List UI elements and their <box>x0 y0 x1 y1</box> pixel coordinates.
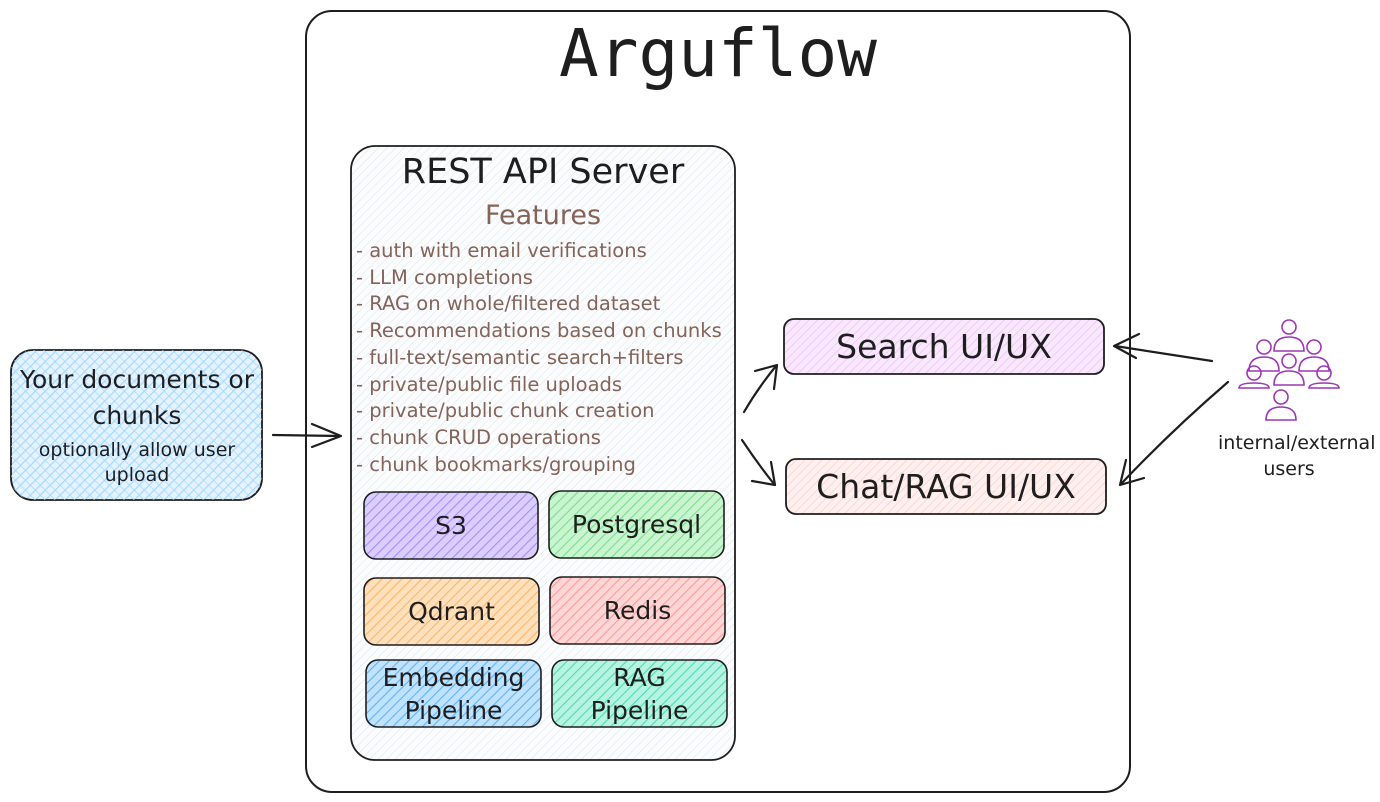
arguflow-container <box>305 10 1131 793</box>
s3-label: S3 <box>435 510 467 540</box>
features-list: - auth with email verifications - LLM co… <box>356 238 736 478</box>
rag-pipeline-box <box>551 659 728 728</box>
s3-box <box>363 491 539 560</box>
documents-subtitle: optionally allow user upload <box>38 439 236 486</box>
search-ui-box <box>783 318 1105 375</box>
search-ui-label: Search UI/UX <box>836 326 1052 366</box>
postgresql-label: Postgresql <box>571 509 702 539</box>
embedding-pipeline-label: Embedding Pipeline <box>382 662 525 725</box>
chat-ui-label: Chat/RAG UI/UX <box>816 466 1076 506</box>
arrow-users-to-chat <box>1118 380 1230 487</box>
documents-box <box>10 349 263 501</box>
server-title: REST API Server <box>401 152 685 192</box>
chat-ui-box <box>785 458 1107 515</box>
arrow-documents-to-server <box>271 422 343 449</box>
arrow-server-to-chat <box>740 438 777 487</box>
users-label: internal/external users <box>1218 432 1376 480</box>
feature-item: - private/public file uploads <box>356 372 623 396</box>
postgresql-box <box>548 490 725 559</box>
users-group-icon <box>1238 319 1340 421</box>
qdrant-box <box>363 577 540 646</box>
embedding-pipeline-box <box>365 659 542 728</box>
feature-item: - chunk CRUD operations <box>356 425 601 449</box>
feature-item: - chunk bookmarks/grouping <box>356 452 636 476</box>
diagram-title: Arguflow <box>559 15 877 92</box>
feature-item: - private/public chunk creation <box>356 399 655 423</box>
arrow-users-to-search <box>1112 332 1214 363</box>
documents-title: Your documents or chunks <box>20 365 254 430</box>
redis-label: Redis <box>603 595 672 625</box>
qdrant-label: Qdrant <box>408 596 495 626</box>
arrow-server-to-search <box>742 363 779 414</box>
redis-box <box>549 576 726 645</box>
feature-item: - RAG on whole/filtered dataset <box>356 292 661 316</box>
feature-item: - LLM completions <box>356 265 533 289</box>
feature-item: - auth with email verifications <box>356 239 647 262</box>
rag-pipeline-label: RAG Pipeline <box>590 662 689 725</box>
feature-item: - Recommendations based on chunks <box>356 319 722 343</box>
feature-item: - full-text/semantic search+filters <box>356 345 684 369</box>
features-heading: Features <box>484 200 602 231</box>
